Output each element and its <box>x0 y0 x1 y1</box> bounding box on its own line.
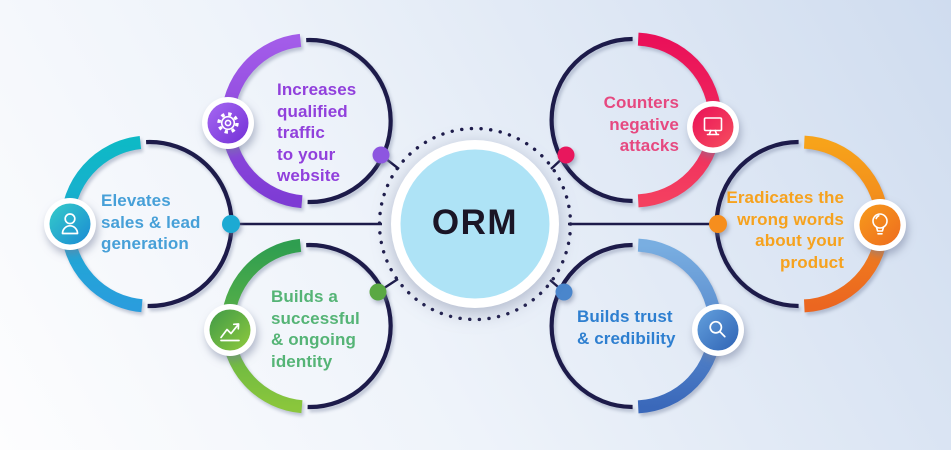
badge-person <box>44 198 96 250</box>
center-title: ORM <box>431 203 519 242</box>
badge-fill <box>209 309 251 351</box>
ring-navy-arc <box>549 242 633 410</box>
blue-dot <box>555 283 573 301</box>
badge-bulb <box>854 199 906 251</box>
node-label-builds-identity: Builds a successful & ongoing identity <box>271 287 360 371</box>
ring-navy-arc <box>306 242 393 410</box>
connector-dots <box>222 146 727 301</box>
center-hub <box>377 126 573 322</box>
green-dot <box>369 283 387 301</box>
badge-monitor <box>687 101 739 153</box>
chart-icon <box>220 323 240 342</box>
dotted-ring <box>377 126 573 322</box>
badge-gear <box>202 97 254 149</box>
center-blue-disc <box>400 149 550 299</box>
search-icon <box>709 320 726 338</box>
teal-dot <box>222 215 240 233</box>
purple-dot <box>372 146 390 164</box>
badge-fill <box>697 309 739 351</box>
node-label-increases-traffic: Increases qualified traffic to your webs… <box>277 80 357 185</box>
badge-chart <box>204 304 256 356</box>
node-label-eradicates-words: Eradicates the wrong words about your pr… <box>726 188 844 272</box>
ring-navy-arc <box>306 37 393 205</box>
gear-icon <box>217 112 239 134</box>
orange-dot <box>709 215 727 233</box>
node-label-counters-attacks: Counters negative attacks <box>603 93 679 155</box>
badge-fill <box>207 102 249 144</box>
node-label-elevates-sales: Elevates sales & lead generation <box>101 191 201 253</box>
bulb-icon <box>872 213 888 235</box>
node-label-builds-trust: Builds trust & credibility <box>577 307 676 348</box>
badge-fill <box>859 204 901 246</box>
badge-fill <box>692 106 734 148</box>
badge-search <box>692 304 744 356</box>
ring-navy-arc <box>549 36 633 204</box>
person-icon <box>61 213 79 235</box>
monitor-icon <box>703 117 723 136</box>
pink-dot <box>557 146 575 164</box>
